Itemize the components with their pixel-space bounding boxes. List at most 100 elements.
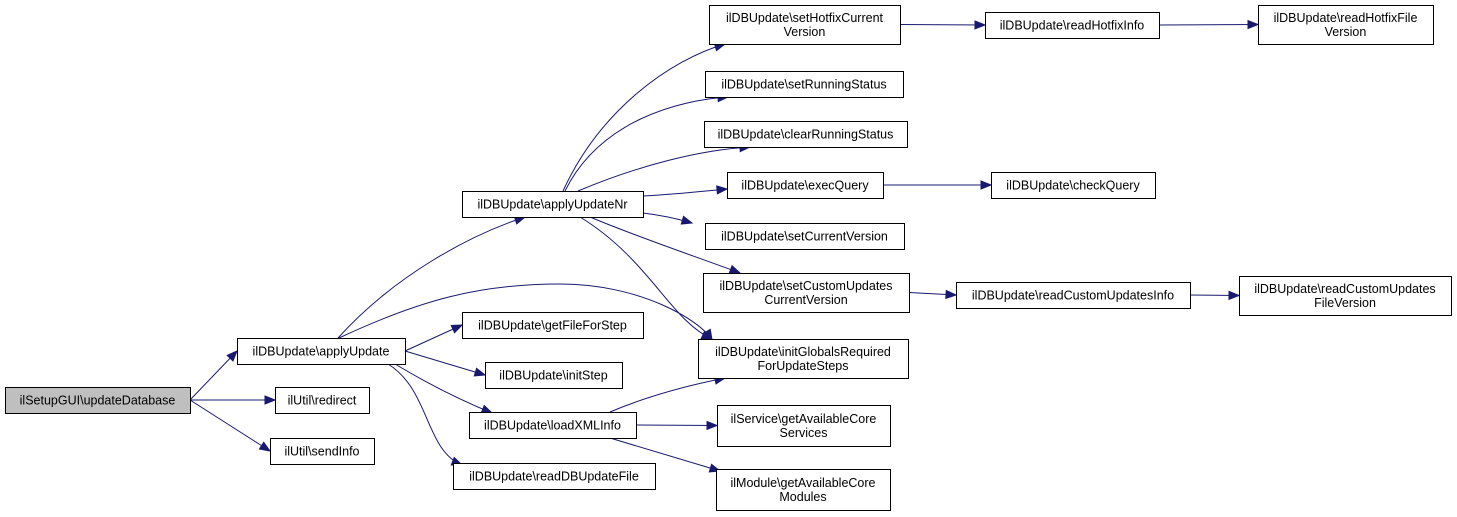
node-box-initStep[interactable] [485, 362, 623, 389]
node-label-updateDatabase-0: ilSetupGUI\updateDatabase [20, 394, 176, 408]
node-initStep[interactable]: ilDBUpdate\initStep [485, 362, 623, 389]
node-label-sendInfo-0: ilUtil\sendInfo [284, 445, 359, 459]
node-label-getAvailableCoreModules-1: Modules [779, 490, 826, 504]
node-box-setRunningStatus[interactable] [705, 71, 904, 98]
node-label-setRunningStatus-0: ilDBUpdate\setRunningStatus [721, 78, 886, 92]
edge-applyUpdate-to-initGlobalsRequiredForUpdateSteps [338, 283, 713, 341]
node-setCustomUpdatesCurrentVersion[interactable]: ilDBUpdate\setCustomUpdatesCurrentVersio… [703, 273, 910, 313]
edge-applyUpdate-to-getFileForStep-arrowhead [450, 324, 464, 334]
node-box-readHotfixFileVersion[interactable] [1258, 5, 1434, 45]
node-label-setCurrentVersion-0: ilDBUpdate\setCurrentVersion [721, 230, 888, 244]
node-label-initGlobalsRequiredForUpdateSteps-0: ilDBUpdate\initGlobalsRequired [715, 345, 891, 359]
edge-applyUpdateNr-to-initGlobalsRequiredForUpdateSteps [579, 216, 713, 340]
edge-execQuery-to-checkQuery-arrowhead [980, 180, 993, 190]
node-execQuery[interactable]: ilDBUpdate\execQuery [727, 172, 884, 199]
node-box-execQuery[interactable] [727, 172, 884, 199]
node-box-sendInfo[interactable] [270, 438, 375, 465]
edge-readHotfixInfo-to-readHotfixFileVersion-arrowhead [1247, 19, 1260, 30]
node-label-getFileForStep-0: ilDBUpdate\getFileForStep [478, 319, 627, 333]
node-box-clearRunningStatus[interactable] [704, 121, 908, 148]
node-applyUpdate[interactable]: ilDBUpdate\applyUpdate [237, 338, 406, 365]
node-label-checkQuery-0: ilDBUpdate\checkQuery [1006, 179, 1140, 193]
node-label-readCustomUpdatesFileVersion-0: ilDBUpdate\readCustomUpdates [1254, 282, 1435, 296]
node-label-applyUpdateNr-0: ilDBUpdate\applyUpdateNr [477, 198, 627, 212]
node-label-setCustomUpdatesCurrentVersion-1: CurrentVersion [764, 293, 847, 307]
edge-readCustomUpdatesInfo-to-readCustomUpdatesFileVersion-arrowhead [1228, 290, 1241, 301]
node-clearRunningStatus[interactable]: ilDBUpdate\clearRunningStatus [704, 121, 908, 148]
node-redirect[interactable]: ilUtil\redirect [275, 387, 370, 414]
edge-applyUpdate-to-initStep [404, 350, 486, 376]
edge-updateDatabase-to-redirect-arrowhead [264, 395, 277, 405]
node-label-getAvailableCoreServices-1: Services [780, 426, 828, 440]
edge-applyUpdate-to-loadXMLInfo [394, 363, 493, 414]
node-label-initGlobalsRequiredForUpdateSteps-1: ForUpdateSteps [757, 359, 848, 373]
node-sendInfo[interactable]: ilUtil\sendInfo [270, 438, 375, 465]
node-box-redirect[interactable] [275, 387, 370, 414]
node-label-readCustomUpdatesInfo-0: ilDBUpdate\readCustomUpdatesInfo [972, 289, 1174, 303]
edge-setHotfixCurrentVersion-to-readHotfixInfo-arrowhead [974, 20, 987, 30]
node-box-getAvailableCoreModules[interactable] [716, 469, 891, 511]
node-applyUpdateNr[interactable]: ilDBUpdate\applyUpdateNr [462, 191, 644, 218]
node-box-readDBUpdateFile[interactable] [453, 463, 656, 490]
node-box-checkQuery[interactable] [991, 172, 1156, 199]
node-box-readHotfixInfo[interactable] [985, 12, 1160, 39]
edge-applyUpdateNr-to-setCurrentVersion-arrowhead [680, 215, 694, 225]
node-checkQuery[interactable]: ilDBUpdate\checkQuery [991, 172, 1156, 199]
node-label-getAvailableCoreModules-0: ilModule\getAvailableCore [731, 476, 876, 490]
node-getFileForStep[interactable]: ilDBUpdate\getFileForStep [462, 312, 644, 339]
node-label-readHotfixFileVersion-1: Version [1325, 25, 1367, 39]
node-box-getAvailableCoreServices[interactable] [717, 405, 891, 447]
node-readHotfixInfo[interactable]: ilDBUpdate\readHotfixInfo [985, 12, 1160, 39]
edge-applyUpdate-to-applyUpdateNr [337, 216, 526, 339]
node-label-redirect-0: ilUtil\redirect [288, 394, 357, 408]
edge-applyUpdate-to-readDBUpdateFile [387, 363, 463, 466]
node-readDBUpdateFile[interactable]: ilDBUpdate\readDBUpdateFile [453, 463, 656, 490]
node-updateDatabase[interactable]: ilSetupGUI\updateDatabase [5, 387, 191, 414]
node-box-applyUpdateNr[interactable] [462, 191, 644, 218]
edge-applyUpdateNr-to-execQuery [642, 188, 728, 197]
node-label-clearRunningStatus-0: ilDBUpdate\clearRunningStatus [718, 128, 894, 142]
edge-updateDatabase-to-applyUpdate [189, 350, 238, 401]
node-box-updateDatabase[interactable] [5, 387, 191, 414]
node-label-readHotfixInfo-0: ilDBUpdate\readHotfixInfo [1000, 19, 1145, 33]
node-label-readHotfixFileVersion-0: ilDBUpdate\readHotfixFile [1274, 11, 1418, 25]
edge-readHotfixInfo-to-readHotfixFileVersion [1158, 24, 1259, 26]
edge-updateDatabase-to-sendInfo [189, 399, 271, 452]
edges-layer [189, 19, 1260, 473]
node-box-setHotfixCurrentVersion[interactable] [709, 5, 901, 45]
edge-applyUpdate-to-loadXMLInfo-arrowhead [480, 404, 494, 414]
edge-applyUpdateNr-to-initGlobalsRequiredForUpdateSteps-arrowhead [700, 330, 714, 340]
edge-updateDatabase-to-sendInfo-arrowhead [258, 441, 272, 452]
node-box-applyUpdate[interactable] [237, 338, 406, 365]
node-box-setCurrentVersion[interactable] [705, 223, 905, 250]
node-label-getAvailableCoreServices-0: ilService\getAvailableCore [731, 412, 877, 426]
edge-applyUpdateNr-to-execQuery-arrowhead [716, 185, 729, 195]
node-label-setHotfixCurrentVersion-0: ilDBUpdate\setHotfixCurrent [726, 11, 884, 25]
node-label-setHotfixCurrentVersion-1: Version [784, 25, 826, 39]
edge-loadXMLInfo-to-getAvailableCoreServices-arrowhead [706, 420, 719, 431]
node-setCurrentVersion[interactable]: ilDBUpdate\setCurrentVersion [705, 223, 905, 250]
node-box-setCustomUpdatesCurrentVersion[interactable] [703, 273, 910, 313]
node-label-loadXMLInfo-0: ilDBUpdate\loadXMLInfo [484, 419, 621, 433]
edge-applyUpdateNr-to-setHotfixCurrentVersion [562, 43, 726, 192]
node-box-getFileForStep[interactable] [462, 312, 644, 339]
node-label-applyUpdate-0: ilDBUpdate\applyUpdate [253, 345, 390, 359]
node-loadXMLInfo[interactable]: ilDBUpdate\loadXMLInfo [469, 412, 637, 439]
edge-updateDatabase-to-applyUpdate-arrowhead [226, 350, 238, 362]
node-box-readCustomUpdatesFileVersion[interactable] [1239, 276, 1452, 316]
node-setRunningStatus[interactable]: ilDBUpdate\setRunningStatus [705, 71, 904, 98]
edge-applyUpdateNr-to-setRunningStatus [564, 96, 729, 192]
node-box-readCustomUpdatesInfo[interactable] [956, 282, 1191, 309]
node-label-initStep-0: ilDBUpdate\initStep [499, 369, 607, 383]
node-readCustomUpdatesInfo[interactable]: ilDBUpdate\readCustomUpdatesInfo [956, 282, 1191, 309]
node-initGlobalsRequiredForUpdateSteps[interactable]: ilDBUpdate\initGlobalsRequiredForUpdateS… [698, 339, 909, 379]
node-label-readDBUpdateFile-0: ilDBUpdate\readDBUpdateFile [469, 470, 639, 484]
node-box-initGlobalsRequiredForUpdateSteps[interactable] [698, 339, 909, 379]
node-box-loadXMLInfo[interactable] [469, 412, 637, 439]
